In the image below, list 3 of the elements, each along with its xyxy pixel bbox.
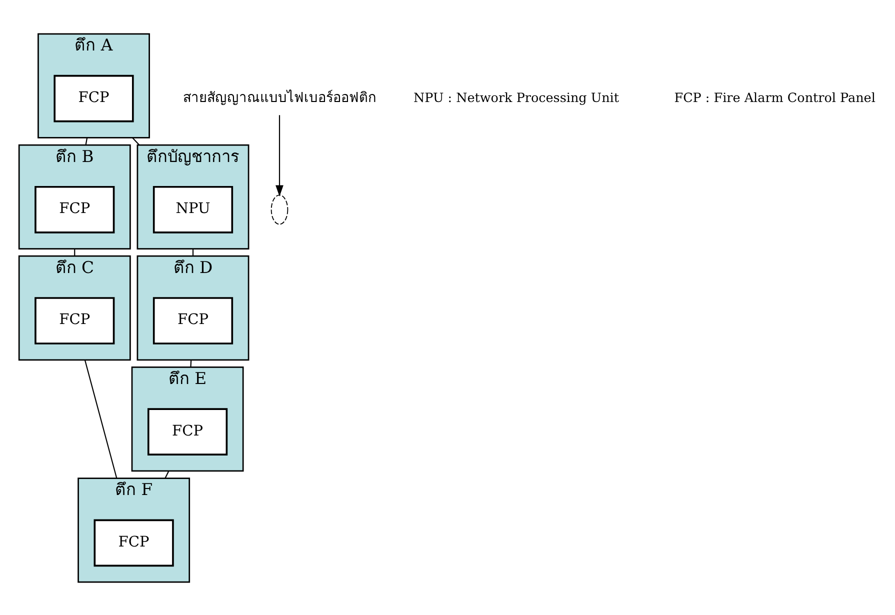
node-text: สายสัญญาณแบบไฟเบอร์ออฟติก [183,89,376,106]
label: NPU : Network Processing Unit [414,90,619,106]
label: FCP : Fire Alarm Control Panel [674,90,876,106]
